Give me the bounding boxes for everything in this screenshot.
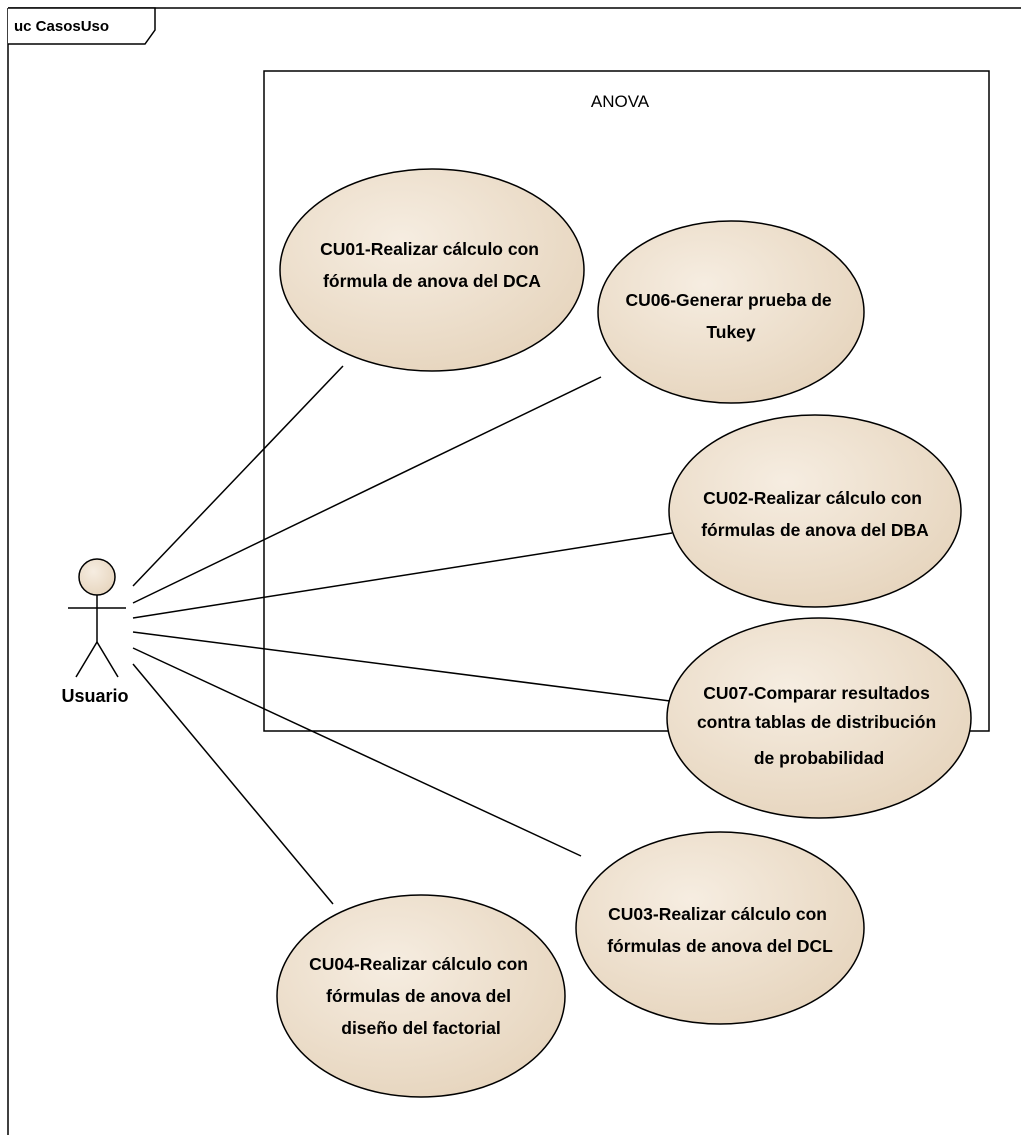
associations [132, 365, 673, 905]
use-case-label-line: CU06-Generar prueba de [625, 290, 831, 310]
use-case-label-line: contra tablas de distribución [697, 712, 936, 732]
use-case-label-line: fórmulas de anova del [326, 986, 511, 1006]
use-case-shape [575, 831, 865, 1025]
use-case-label-line: CU04-Realizar cálculo con [309, 954, 528, 974]
use-case-cu07[interactable]: CU07-Comparar resultados contra tablas d… [666, 617, 972, 819]
use-case-label: CU03-Realizar cálculo con fórmulas de an… [607, 904, 833, 956]
association-cu02 [132, 532, 673, 619]
use-case-label: CU04-Realizar cálculo con fórmulas de an… [309, 954, 533, 1038]
use-case-shape [666, 617, 972, 819]
use-case-cu04[interactable]: CU04-Realizar cálculo con fórmulas de an… [276, 894, 566, 1098]
association-cu01 [132, 365, 344, 587]
use-case-label: CU06-Generar prueba de Tukey [625, 290, 836, 342]
use-case-label-line: CU03-Realizar cálculo con [608, 904, 827, 924]
association-cu03 [132, 647, 582, 857]
use-case-shape [668, 414, 962, 608]
actor-name: Usuario [61, 686, 128, 706]
use-case-cu01[interactable]: CU01-Realizar cálculo con fórmula de ano… [279, 168, 585, 372]
use-case-cu03[interactable]: CU03-Realizar cálculo con fórmulas de an… [575, 831, 865, 1025]
use-case-label-line: CU01-Realizar cálculo con [320, 239, 539, 259]
system-boundary: ANOVA [263, 70, 990, 732]
use-case-label: CU02-Realizar cálculo con fórmulas de an… [701, 488, 929, 540]
use-case-label-line: CU02-Realizar cálculo con [703, 488, 922, 508]
frame-label: uc CasosUso [14, 18, 109, 35]
use-case-cu06[interactable]: CU06-Generar prueba de Tukey [597, 220, 865, 404]
actor-usuario[interactable]: Usuario [61, 558, 129, 706]
use-case-label-line: fórmulas de anova del DCL [607, 936, 833, 956]
association-cu06 [132, 376, 602, 604]
diagram-frame: uc CasosUso [7, 7, 1021, 1135]
association-cu04 [132, 663, 334, 905]
use-case-label-line: diseño del factorial [341, 1018, 500, 1038]
use-case-shape [279, 168, 585, 372]
association-cu07 [132, 631, 671, 702]
use-case-label: CU07-Comparar resultados contra tablas d… [697, 683, 941, 768]
frame-label-tab [8, 7, 156, 45]
use-case-label: CU01-Realizar cálculo con fórmula de ano… [320, 239, 544, 291]
use-case-cu02[interactable]: CU02-Realizar cálculo con fórmulas de an… [668, 414, 962, 608]
use-case-label-line: CU07-Comparar resultados [703, 683, 930, 703]
system-name: ANOVA [591, 92, 650, 111]
actor-head [78, 558, 116, 596]
actor-left-leg [75, 641, 98, 678]
use-case-shape [597, 220, 865, 404]
use-case-label-line: fórmula de anova del DCA [323, 271, 541, 291]
use-case-label-line: Tukey [706, 322, 756, 342]
actor-right-leg [96, 641, 119, 678]
use-case-label-line: de probabilidad [754, 748, 884, 768]
use-case-label-line: fórmulas de anova del DBA [701, 520, 929, 540]
use-case-shape [276, 894, 566, 1098]
